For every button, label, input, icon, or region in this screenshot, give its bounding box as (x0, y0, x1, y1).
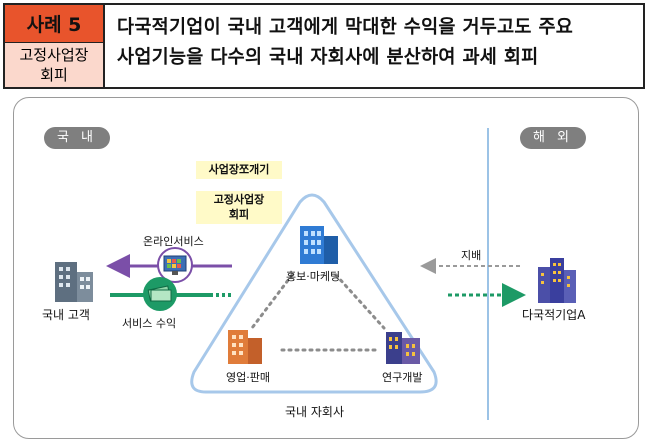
pr-marketing-building-icon (300, 226, 338, 264)
multinational-building-icon (538, 258, 576, 303)
pe-avoidance-line1: 고정사업장 (213, 193, 265, 206)
sales-building-icon (228, 330, 262, 364)
business-split-note: 사업장쪼개기 (196, 161, 282, 179)
multinational-label: 다국적기업A (522, 308, 586, 322)
case-type-line2: 회피 (40, 66, 68, 84)
money-icon (143, 277, 177, 311)
pr-marketing-label: 홍보·마케팅 (286, 270, 341, 283)
pe-avoidance-line2: 회피 (228, 208, 250, 221)
case-number-badge: 사례 5 (5, 5, 105, 43)
online-service-label: 온라인서비스 (143, 235, 204, 248)
rnd-label: 연구개발 (382, 371, 423, 384)
overseas-label: 해 외 (520, 127, 586, 149)
case-title: 다국적기업이 국내 고객에게 막대한 수익을 거두고도 주요 사업기능을 다수의… (117, 13, 642, 73)
domestic-label: 국 내 (44, 127, 110, 149)
case-type-label: 고정사업장 회피 (5, 43, 105, 87)
service-revenue-label: 서비스 수익 (122, 317, 177, 330)
sales-label: 영업·판매 (226, 371, 270, 384)
case-type-line1: 고정사업장 (19, 46, 89, 64)
case-header: 사례 5 고정사업장 회피 다국적기업이 국내 고객에게 막대한 수익을 거두고… (3, 3, 645, 89)
case-title-line2: 사업기능을 다수의 국내 자회사에 분산하여 과세 회피 (117, 47, 539, 68)
link-pr-sales (250, 273, 294, 330)
pe-avoidance-note: 고정사업장 회피 (196, 191, 282, 224)
link-pr-rnd (334, 273, 386, 330)
subsidiary-boundary (190, 193, 438, 394)
subsidiary-label: 국내 자회사 (285, 405, 345, 419)
case-title-line1: 다국적기업이 국내 고객에게 막대한 수익을 거두고도 주요 (117, 17, 574, 38)
control-label: 지배 (461, 249, 482, 262)
domestic-customer-building-icon (55, 262, 93, 302)
domestic-customer-label: 국내 고객 (42, 308, 90, 322)
rnd-building-icon (386, 332, 420, 364)
monitor-icon (157, 247, 193, 283)
